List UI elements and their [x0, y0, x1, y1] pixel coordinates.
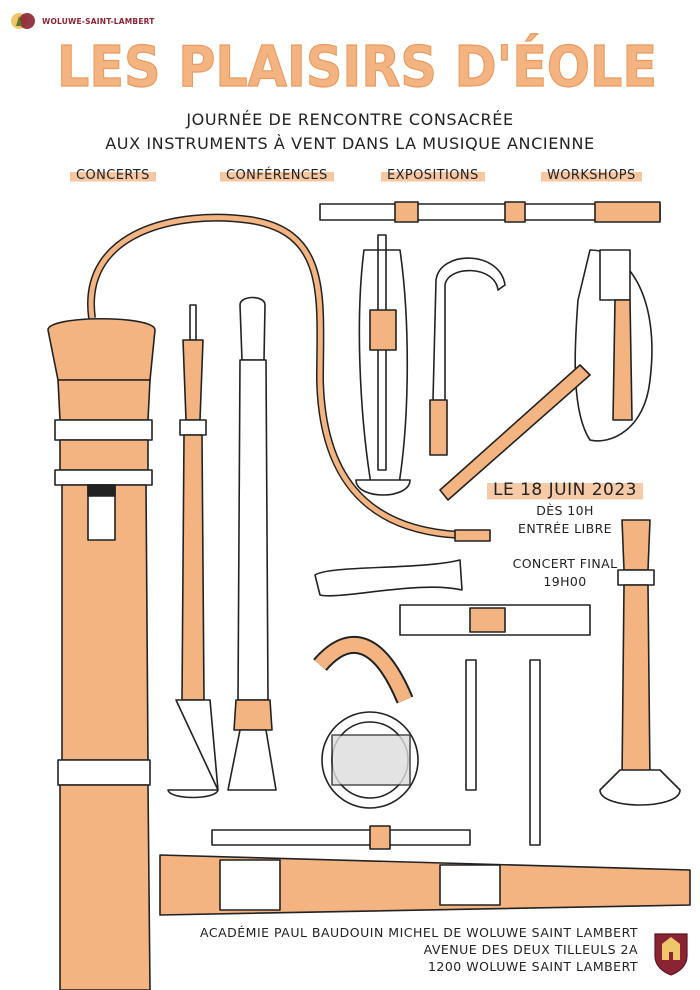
event-time: DÈS 10H: [536, 503, 594, 518]
event-admission: ENTRÉE LIBRE: [518, 521, 612, 536]
crook-tip: [454, 529, 491, 542]
venue-address: ACADÉMIE PAUL BAUDOUIN MICHEL DE WOLUWE …: [200, 924, 638, 975]
final-concert: CONCERT FINAL 19H00: [470, 555, 660, 591]
poster-title: LES PLAISIRS D'ÉOLE: [52, 30, 662, 100]
activity-expositions: EXPOSITIONS: [381, 167, 485, 184]
activity-concerts: CONCERTS: [70, 167, 156, 184]
venue-name: ACADÉMIE PAUL BAUDOUIN MICHEL DE WOLUWE …: [200, 925, 638, 940]
event-date: LE 18 JUIN 2023: [486, 478, 643, 502]
activity-conferences: CONFÉRENCES: [220, 167, 334, 184]
event-info: LE 18 JUIN 2023 DÈS 10H ENTRÉE LIBRE: [470, 478, 660, 538]
title-text: LES PLAISIRS D'ÉOLE: [57, 34, 657, 100]
subtitle: JOURNÉE DE RENCONTRE CONSACRÉE AUX INSTR…: [0, 108, 700, 156]
activity-workshops: WORKSHOPS: [541, 167, 642, 184]
organization-logo: WOLUWE-SAINT-LAMBERT: [10, 8, 155, 34]
woluwe-emblem-icon: [11, 13, 35, 29]
bass-recorder-head: [47, 317, 156, 381]
final-concert-label: CONCERT FINAL: [512, 556, 618, 571]
organization-name: WOLUWE-SAINT-LAMBERT: [42, 16, 155, 26]
subtitle-line-1: JOURNÉE DE RENCONTRE CONSACRÉE: [186, 110, 514, 129]
final-concert-time: 19H00: [543, 574, 587, 589]
venue-street: AVENUE DES DEUX TILLEULS 2A: [423, 942, 638, 957]
crook-fill: [88, 215, 461, 538]
activities-list: CONCERTS CONFÉRENCES EXPOSITIONS WORKSHO…: [0, 167, 700, 189]
venue-city: 1200 WOLUWE SAINT LAMBERT: [427, 959, 638, 974]
subtitle-line-2: AUX INSTRUMENTS À VENT DANS LA MUSIQUE A…: [105, 134, 595, 153]
academy-crest-icon: [654, 933, 688, 976]
